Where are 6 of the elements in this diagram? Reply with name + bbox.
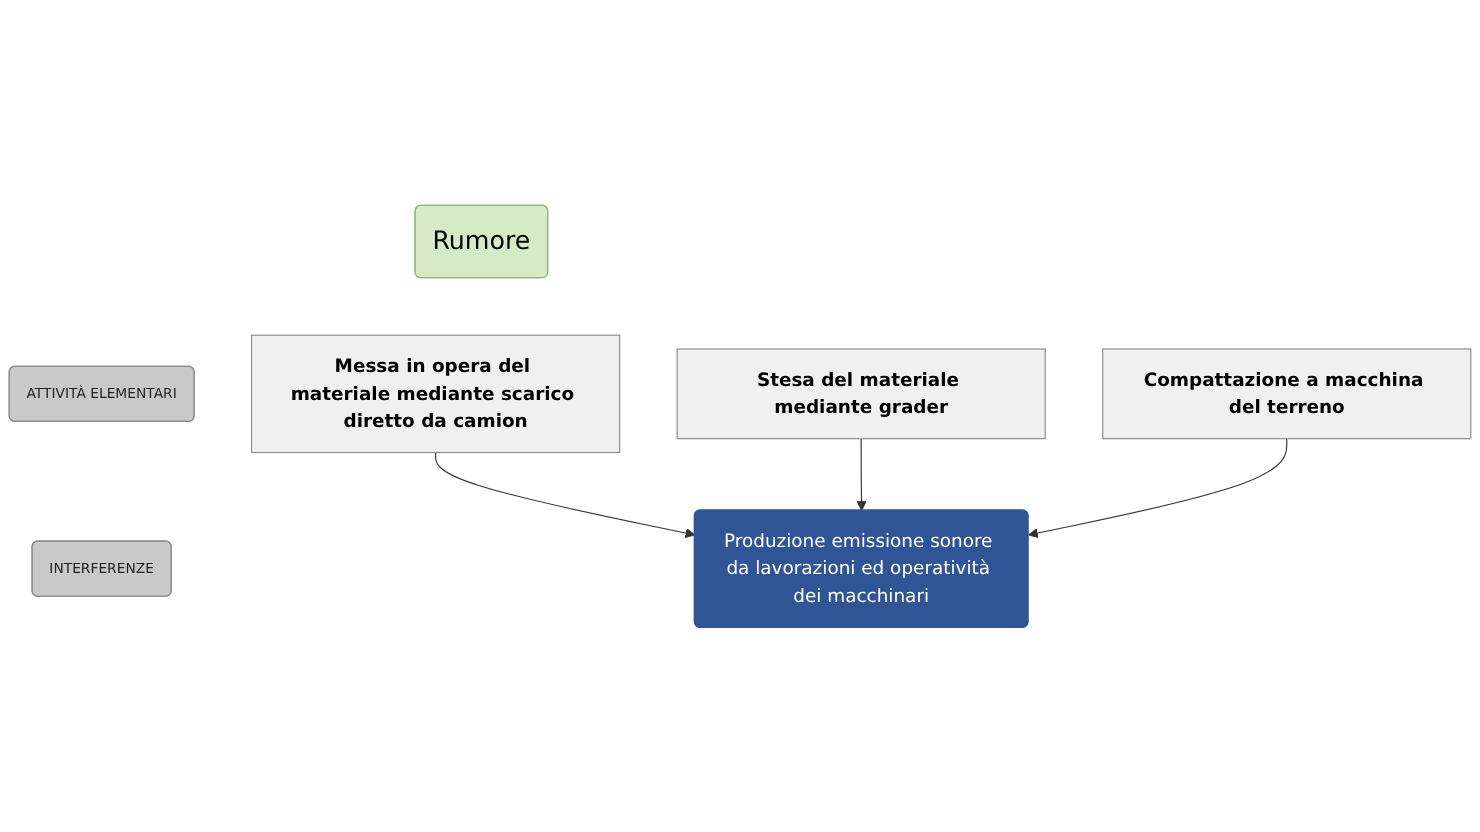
arrow: [435, 451, 696, 538]
node-box: Compattazione a macchina del terreno: [1102, 348, 1472, 439]
arrow: [1028, 437, 1288, 538]
node-box: Messa in opera del materiale mediante scarico diretto da camion: [251, 334, 621, 453]
arrow: [856, 437, 867, 511]
node-box: Stesa del materiale mediante grader: [676, 348, 1046, 439]
